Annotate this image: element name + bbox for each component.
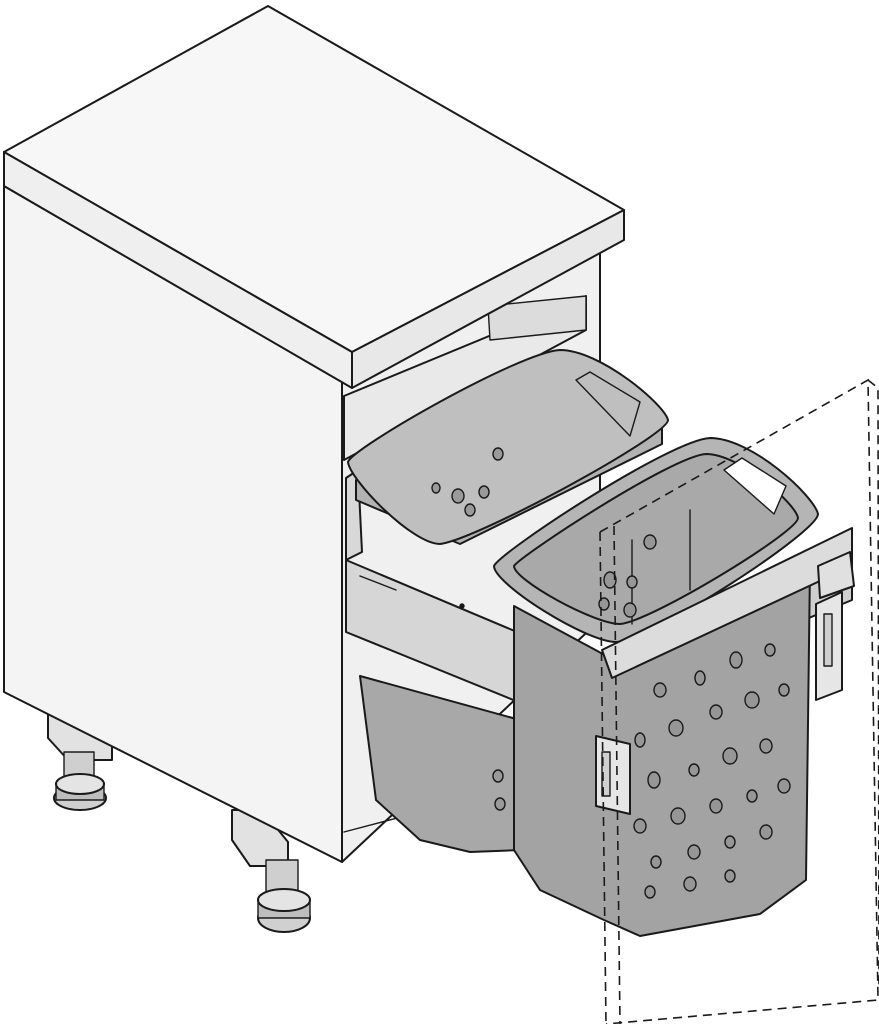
laundry-basket-front [493,437,819,937]
front-panel-outline [599,378,879,1024]
countertop [3,5,625,389]
drawer-runner [817,551,855,599]
laundry-basket-rear [347,349,669,853]
mounting-bracket-right [815,591,843,701]
mounting-bracket-left [595,735,631,815]
